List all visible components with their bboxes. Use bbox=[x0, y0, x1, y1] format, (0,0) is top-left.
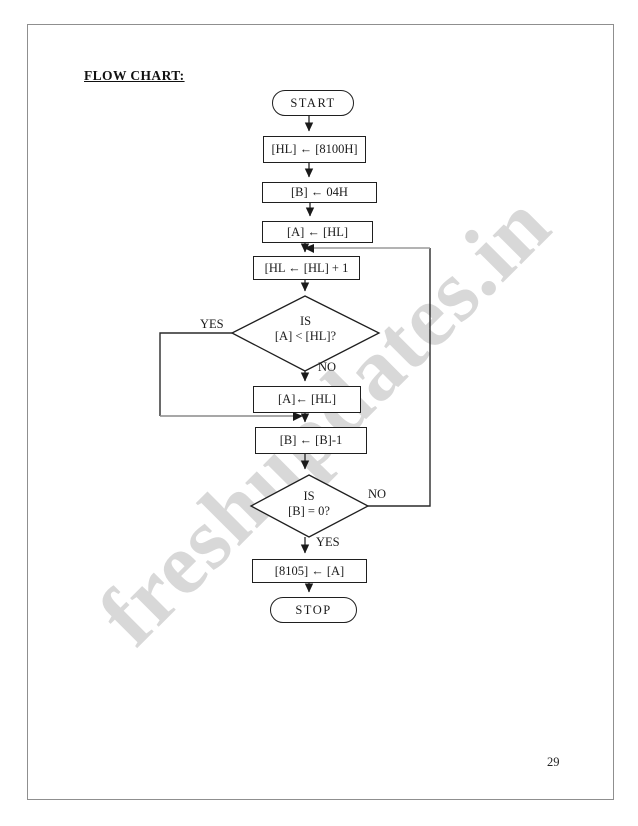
loop-no-label: NO bbox=[368, 487, 387, 501]
decision-compare-line1: IS bbox=[299, 314, 312, 328]
process-copy-a: [A]← [HL] bbox=[253, 386, 361, 413]
page-number: 29 bbox=[547, 755, 560, 769]
loop-yes-label: YES bbox=[316, 535, 340, 549]
process-decrement-b: [B] ← [B]-1 bbox=[255, 427, 367, 454]
decision-loop-diamond bbox=[249, 474, 370, 538]
decision-loop-line2: [B] = 0? bbox=[288, 504, 330, 518]
no-feedback-line-vertical bbox=[368, 248, 431, 507]
decision-loop-text: IS [B] = 0? bbox=[254, 489, 364, 519]
yes-feedback-arrowhead bbox=[293, 412, 303, 421]
compare-yes-label: YES bbox=[200, 317, 224, 331]
process-load-b: [B] ← 04H bbox=[262, 182, 377, 203]
page-border bbox=[27, 24, 614, 800]
process-increment-hl: [HL ← [HL] + 1 bbox=[253, 256, 360, 280]
process-load-a: [A] ← [HL] bbox=[262, 221, 373, 243]
decision-compare-text: IS [A] < [HL]? bbox=[243, 314, 368, 344]
stop-terminal: STOP bbox=[270, 597, 357, 623]
yes-feedback-line-vertical bbox=[159, 332, 232, 416]
process-load-hl: [HL] ← [8100H] bbox=[263, 136, 366, 163]
no-feedback-arrowhead bbox=[304, 244, 314, 253]
process-store-result: [8105] ← [A] bbox=[252, 559, 367, 583]
start-terminal: START bbox=[272, 90, 354, 116]
page-title: FLOW CHART: bbox=[84, 68, 185, 83]
compare-no-label: NO bbox=[318, 360, 337, 374]
flow-arrows bbox=[300, 116, 315, 593]
decision-loop-line1: IS bbox=[303, 489, 315, 503]
decision-compare-line2: [A] < [HL]? bbox=[274, 329, 337, 343]
decision-compare-diamond bbox=[230, 295, 381, 372]
